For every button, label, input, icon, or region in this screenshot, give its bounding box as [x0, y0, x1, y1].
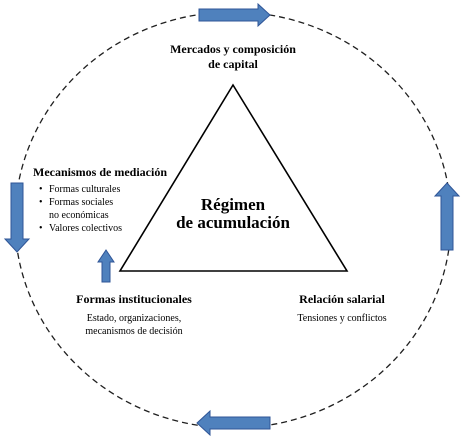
top-title-line2: de capital	[208, 57, 258, 71]
left-title: Mecanismos de mediación	[33, 165, 167, 179]
top-label: Mercados y composición de capital	[150, 42, 316, 72]
left-item-continuation: no económicas	[37, 209, 167, 222]
center-line2: de acumulación	[176, 213, 290, 232]
small-up-arrow-icon	[97, 249, 115, 283]
left-down-arrow-icon	[3, 182, 31, 253]
center-label: Régimen de acumulación	[168, 196, 298, 232]
bottom-right-label: Relación salarial Tensiones y conflictos	[280, 292, 404, 325]
left-item-text: Formas sociales	[49, 197, 114, 208]
bottom-left-sub1: Estado, organizaciones,	[86, 313, 182, 324]
regime-triangle	[118, 83, 349, 272]
left-item-text: no económicas	[49, 210, 109, 221]
bullet-icon: •	[39, 197, 43, 208]
left-item: • Formas culturales	[37, 183, 167, 196]
bottom-left-sub2: mecanismos de decisión	[85, 326, 183, 337]
bottom-right-title: Relación salarial	[299, 292, 385, 306]
bottom-left-label: Formas institucionales Estado, organizac…	[55, 292, 213, 338]
left-label: Mecanismos de mediación • Formas cultural…	[33, 165, 167, 235]
left-item: • Formas sociales	[37, 196, 167, 209]
bottom-left-title: Formas institucionales	[76, 292, 192, 306]
bullet-icon: •	[39, 184, 43, 195]
top-title-line1: Mercados y composición	[170, 42, 296, 56]
left-list: • Formas culturales • Formas sociales no e…	[37, 183, 167, 235]
bottom-arrow-icon	[196, 409, 271, 437]
bullet-icon: •	[39, 223, 43, 234]
right-up-arrow-icon	[433, 182, 461, 251]
bottom-right-sub: Tensiones y conflictos	[297, 313, 387, 324]
left-item-text: Valores colectivos	[49, 223, 123, 234]
left-item: • Valores colectivos	[37, 222, 167, 235]
top-arrow-icon	[198, 2, 271, 28]
center-line1: Régimen	[200, 195, 266, 214]
left-item-text: Formas culturales	[49, 184, 121, 195]
